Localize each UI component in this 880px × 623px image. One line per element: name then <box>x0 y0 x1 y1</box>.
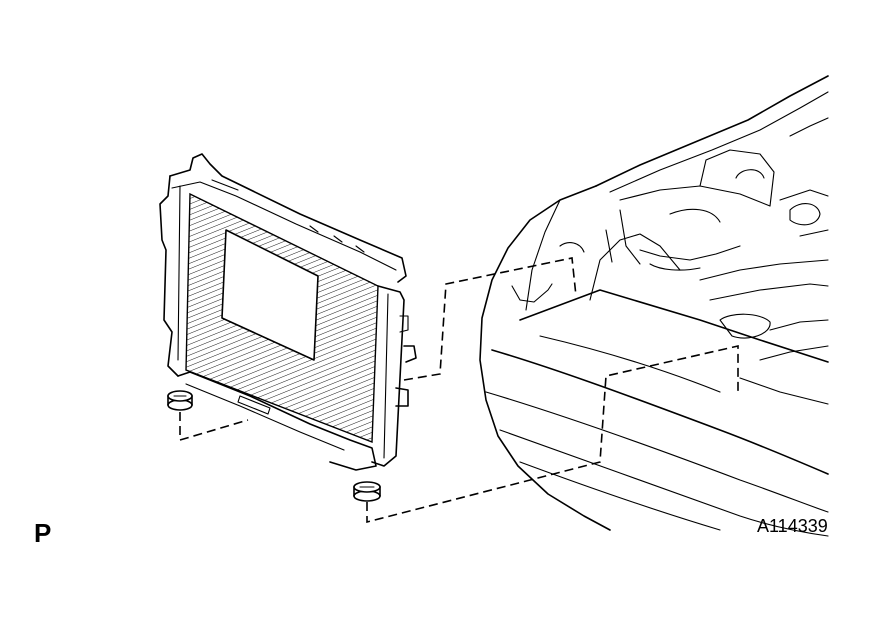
vehicle-front-body <box>479 75 829 537</box>
lower-mount-cushion-left <box>167 390 193 411</box>
view-letter-label: P <box>34 518 52 548</box>
figure-code-label: A114339 <box>757 516 828 536</box>
radiator-assembly <box>159 153 417 471</box>
lower-mount-cushion-right <box>353 481 381 502</box>
installation-leader-lines <box>179 257 739 524</box>
